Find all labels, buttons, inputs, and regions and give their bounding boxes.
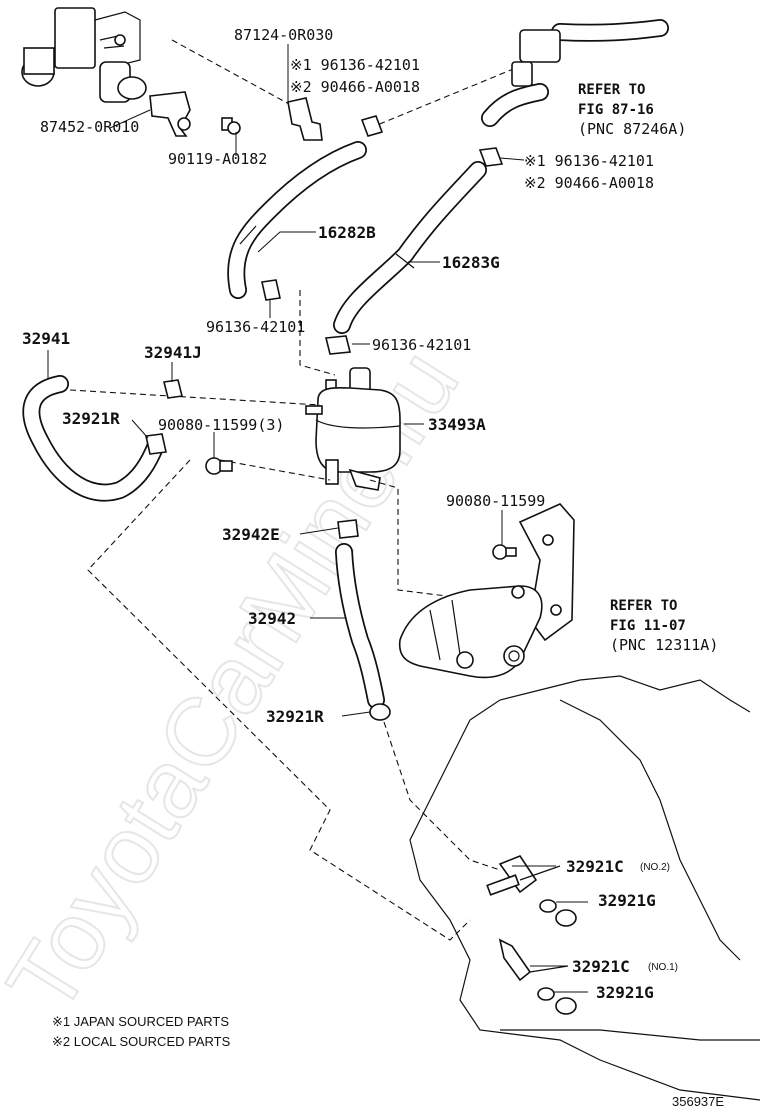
label-90119: 90119-A0182	[168, 150, 267, 168]
bolt-90119	[221, 117, 241, 135]
label-32921c-no2: 32921C	[566, 857, 624, 876]
label-32921g-a: 32921G	[598, 891, 656, 910]
label-87124: 87124-0R030	[234, 26, 333, 44]
label-90080-3: 90080-11599(3)	[158, 416, 284, 434]
clamp-32921r-bottom	[369, 703, 391, 721]
ref1-line3: (PNC 87246A)	[578, 120, 686, 138]
hose-16283g	[333, 161, 487, 334]
label-32942e: 32942E	[222, 525, 280, 544]
leader-lines	[47, 44, 588, 993]
label-32941j: 32941J	[144, 343, 202, 362]
ref2-line3: (PNC 12311A)	[610, 636, 718, 654]
clamp-32941j	[163, 379, 183, 399]
ref2-line1: REFER TO	[610, 598, 677, 614]
ref2-line2: FIG 11-07	[610, 618, 686, 634]
label-32921r-top: 32921R	[62, 409, 120, 428]
engine-block-outline	[409, 675, 760, 1101]
label-196136-top: ※1 96136-42101	[290, 56, 420, 74]
bolt-90080	[492, 544, 517, 560]
ref1-line1: REFER TO	[578, 82, 645, 98]
label-87452: 87452-0R010	[40, 118, 139, 136]
fitting-32921c-no2	[486, 855, 561, 896]
filter-33493a	[299, 290, 401, 491]
note-local-sourced: ※2 LOCAL SOURCED PARTS	[52, 1034, 231, 1049]
hose-16282b	[227, 141, 367, 299]
clamp-96136-b	[324, 335, 352, 355]
ref1-line2: FIG 87-16	[578, 102, 654, 118]
clamp-32921r-top	[145, 433, 167, 455]
label-90080: 90080-11599	[446, 492, 545, 510]
clamp-top-dash	[360, 115, 384, 137]
reference-fig-11-07: REFER TO FIG 11-07 (PNC 12311A)	[610, 598, 718, 654]
heater-valve-assembly	[21, 7, 147, 103]
label-196136-right: ※1 96136-42101	[524, 152, 654, 170]
label-32921c-no1: 32921C	[572, 957, 630, 976]
clamp-87124	[287, 97, 323, 141]
diagram-id: 356937E	[672, 1094, 724, 1109]
label-290466-top: ※2 90466-A0018	[290, 78, 420, 96]
reference-fig-87-16: REFER TO FIG 87-16 (PNC 87246A)	[578, 82, 686, 138]
oring-32921g-a	[539, 899, 577, 927]
label-32921c-no1-suffix: (NO.1)	[648, 962, 678, 973]
bolt-90080-3	[205, 457, 233, 475]
label-96136-a: 96136-42101	[206, 318, 305, 336]
label-32921r-bottom: 32921R	[266, 707, 324, 726]
label-32941: 32941	[22, 329, 70, 348]
bracket-87452	[149, 91, 191, 137]
watermark-text: ToyotaCarMine.ru	[0, 332, 479, 1031]
label-32921g-b: 32921G	[596, 983, 654, 1002]
legend-notes: ※1 JAPAN SOURCED PARTS ※2 LOCAL SOURCED …	[52, 1014, 231, 1049]
note-japan-sourced: ※1 JAPAN SOURCED PARTS	[52, 1014, 229, 1029]
label-290466-right: ※2 90466-A0018	[524, 174, 654, 192]
water-valve-top-right	[481, 19, 669, 127]
oring-32921g-b	[537, 987, 577, 1015]
clamp-96136-a	[261, 279, 281, 301]
clamp-32942e	[337, 519, 359, 539]
label-16282b: 16282B	[318, 223, 376, 242]
label-32921c-no2-suffix: (NO.2)	[640, 862, 670, 873]
watermark: ToyotaCarMine.ru	[0, 331, 480, 1032]
hose-32941	[22, 375, 165, 502]
label-96136-b: 96136-42101	[372, 336, 471, 354]
label-16283g: 16283G	[442, 253, 500, 272]
engine-mount-bracket	[398, 503, 575, 679]
label-32942: 32942	[248, 609, 296, 628]
hose-32942	[335, 543, 385, 709]
clamp-right-196136	[478, 147, 504, 167]
label-33493a: 33493A	[428, 415, 486, 434]
fitting-32921c-no1	[498, 938, 569, 982]
